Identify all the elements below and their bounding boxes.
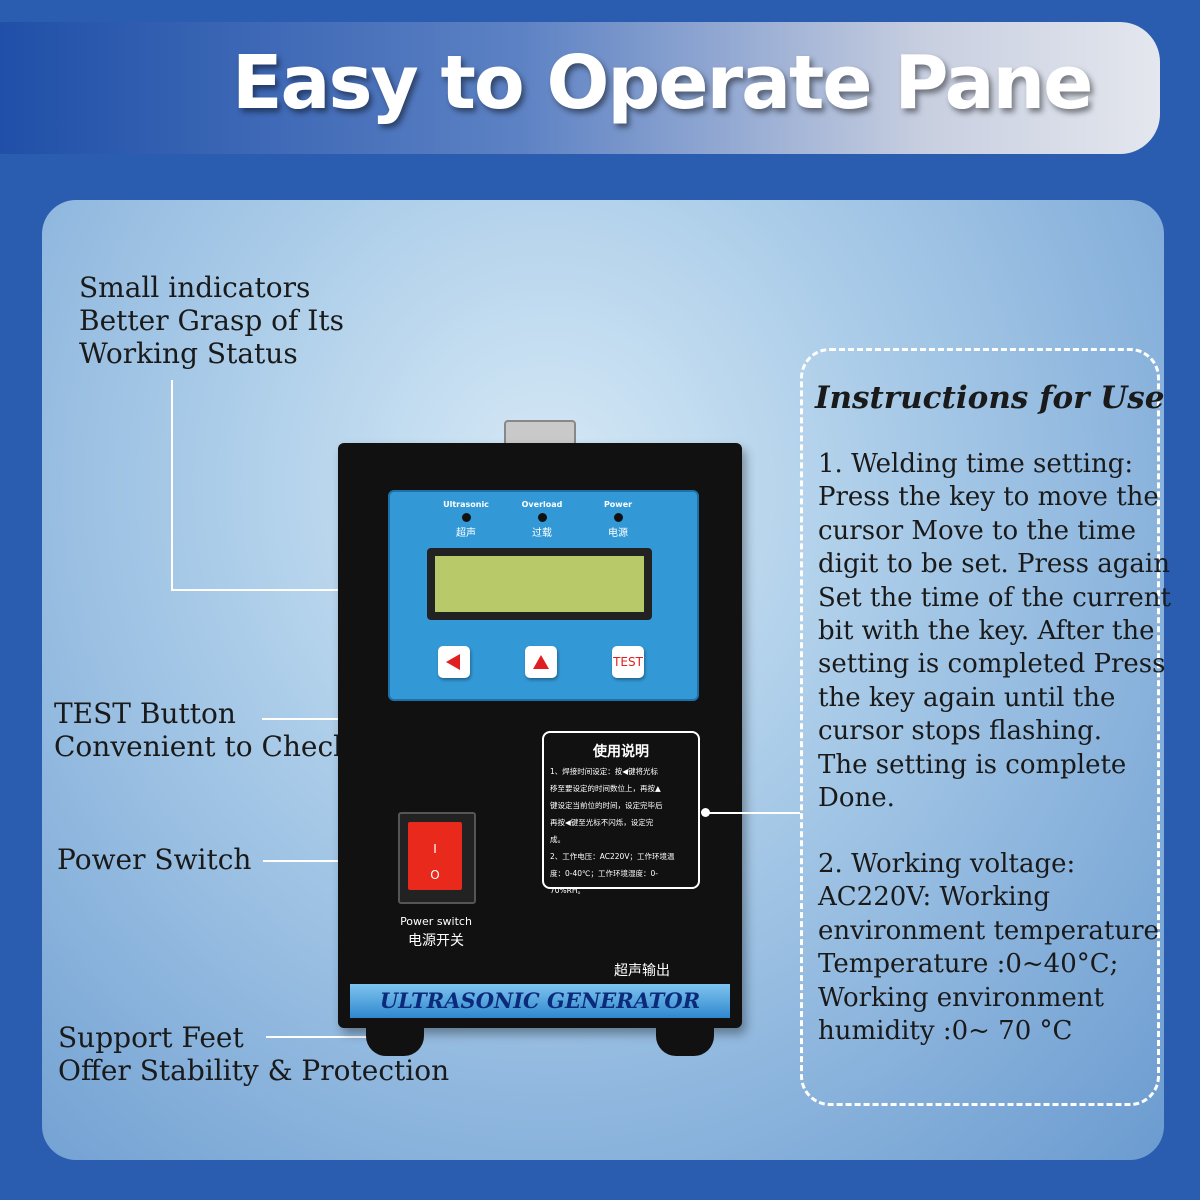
instructions-leader-line [705, 812, 800, 814]
power-switch-label: Power switch [400, 915, 472, 928]
instruction-line: the key again until the [818, 682, 1116, 713]
indicator-label: Ultrasonic [443, 500, 489, 509]
instruction-line: setting is completed Press [818, 649, 1166, 680]
power-switch[interactable]: I O [408, 822, 462, 890]
page-title: Easy to Operate Pane [232, 40, 1093, 126]
callout-line: TEST Button [54, 697, 236, 730]
instruction-line: Press the key to move the [818, 482, 1159, 513]
instruction-line: Working environment [818, 982, 1104, 1013]
instruction-line: digit to be set. Press again [818, 549, 1170, 580]
callout-line: Support Feet [58, 1021, 244, 1054]
switch-on-mark: I [433, 842, 437, 856]
callout-line: Small indicators [79, 271, 311, 304]
indicator-overload: Overload 过载 [512, 500, 572, 539]
callout-line: Working Status [79, 337, 298, 370]
instructions-title: Instructions for Use [815, 380, 1165, 416]
nameplate-text: ULTRASONIC GENERATOR [379, 988, 701, 1013]
led-icon [461, 513, 471, 522]
instruction-line: bit with the key. After the [818, 616, 1155, 647]
instruction-line: 2. Working voltage: [818, 849, 1076, 879]
instruction-line: Set the time of the current [818, 582, 1171, 613]
instruction-line: Done. [818, 783, 895, 814]
instruction-item-1: 1. Welding time setting: Press the key t… [818, 448, 1171, 815]
indicator-label: Power [603, 500, 633, 509]
indicators-callout: Small indicators Better Grasp of Its Wor… [79, 271, 344, 370]
callout-line: Convenient to Check [54, 730, 351, 763]
support-foot [366, 1018, 424, 1056]
callout-line: Better Grasp of Its [79, 304, 344, 337]
feet-leader-line [266, 1036, 396, 1038]
instruction-line: Temperature :0~40°C; [818, 949, 1119, 980]
feet-callout: Support Feet Offer Stability & Protectio… [58, 1021, 449, 1087]
instruction-line: The setting is complete [818, 749, 1127, 780]
instruction-line: cursor Move to the time [818, 515, 1137, 546]
indicator-label-cn: 电源 [608, 528, 628, 539]
power-switch-label-cn: 电源开关 [408, 933, 464, 949]
device-nameplate: ULTRASONIC GENERATOR [350, 984, 730, 1018]
callout-line: Power Switch [57, 843, 252, 876]
indicators-leader-line [171, 589, 413, 591]
support-foot [656, 1018, 714, 1056]
led-icon [537, 513, 547, 522]
lcd-screen [435, 556, 644, 612]
instruction-line: humidity :0~ 70 °C [818, 1016, 1073, 1047]
instruction-item-2: 2. Working voltage: AC220V: Working envi… [818, 848, 1159, 1048]
power-leader-line [263, 860, 406, 862]
increment-up-key[interactable] [525, 646, 557, 678]
device-label-title: 使用说明 [593, 744, 649, 760]
device-instruction-label: 使用说明 1、焊接时间设定：按◀键将光标 移至要设定的时间数位上，再按▲ 键设定… [542, 731, 700, 895]
instruction-line: environment temperature [818, 915, 1159, 946]
indicator-ultrasonic: Ultrasonic 超声 [436, 500, 496, 539]
cursor-left-key[interactable] [438, 646, 470, 678]
callout-line: Offer Stability & Protection [58, 1054, 450, 1087]
instructions-box [800, 348, 1160, 1106]
power-callout: Power Switch [57, 843, 251, 876]
test-button[interactable]: TEST [612, 646, 644, 678]
test-callout: TEST Button Convenient to Check [54, 697, 350, 763]
indicators-leader-line [171, 380, 173, 591]
indicator-label: Overload [521, 500, 563, 509]
instruction-line: cursor stops flashing. [818, 716, 1103, 747]
instruction-line: 1. Welding time setting: [818, 449, 1134, 479]
instruction-line: AC220V: Working [818, 882, 1050, 913]
title-banner [0, 22, 1160, 154]
indicator-label-cn: 超声 [456, 528, 476, 539]
device-label-body: 1、焊接时间设定：按◀键将光标 移至要设定的时间数位上，再按▲ 键设定当前位的时… [550, 767, 675, 895]
indicator-power: Power 电源 [588, 500, 648, 539]
lcd-display [427, 548, 652, 620]
led-icon [613, 513, 623, 522]
switch-off-mark: O [430, 868, 440, 882]
ultrasonic-output-label: 超声输出 [614, 963, 670, 979]
indicator-label-cn: 过载 [532, 528, 552, 539]
